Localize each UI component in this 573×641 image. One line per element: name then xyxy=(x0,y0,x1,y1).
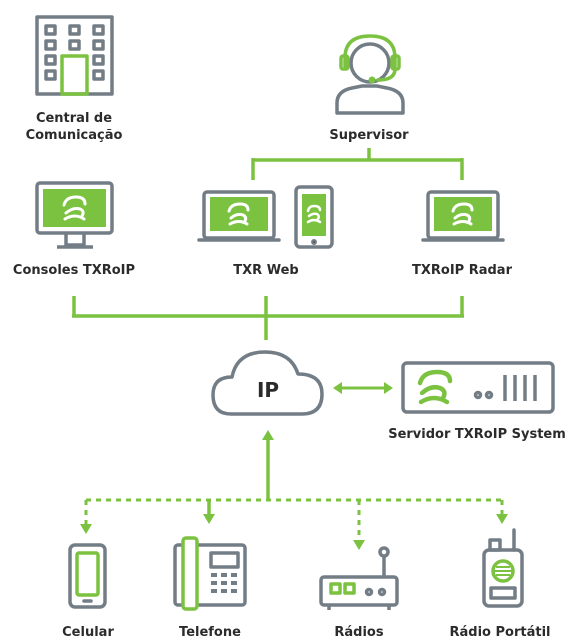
server-icon xyxy=(401,361,555,414)
walkie-talkie-icon xyxy=(482,528,524,608)
server-label: Servidor TXRoIP System xyxy=(388,427,566,442)
consoles-label: Consoles TXRoIP xyxy=(13,263,135,278)
supervisor-label: Supervisor xyxy=(329,128,409,143)
radio-portatil-label: Rádio Portátil xyxy=(450,625,551,640)
central-label-line2: Comunicação xyxy=(26,128,123,143)
telefone-label: Telefone xyxy=(179,625,241,640)
server-logo-icon xyxy=(417,369,453,405)
cloud-icon xyxy=(211,350,324,416)
radios-label: Rádios xyxy=(334,625,383,640)
txr-web-label: TXR Web xyxy=(233,263,298,278)
endpoints-connector xyxy=(80,430,508,550)
laptop-icon xyxy=(421,190,505,242)
cloud-label: IP xyxy=(257,378,279,402)
supervisor-connector xyxy=(251,148,464,180)
clients-connector xyxy=(72,296,464,340)
mobile-phone-icon xyxy=(68,543,107,609)
monitor-icon xyxy=(35,181,114,249)
cloud-server-link xyxy=(333,382,393,394)
txr-logo-icon xyxy=(62,195,87,221)
building-icon xyxy=(35,15,114,96)
laptop-phone-icon xyxy=(197,185,334,249)
desk-phone-icon xyxy=(173,536,247,611)
central-label-line1: Central de xyxy=(36,111,112,126)
celular-label: Celular xyxy=(62,625,114,640)
headset-person-icon xyxy=(335,34,405,115)
radio-base-icon xyxy=(319,546,399,610)
radar-label: TXRoIP Radar xyxy=(412,263,513,278)
